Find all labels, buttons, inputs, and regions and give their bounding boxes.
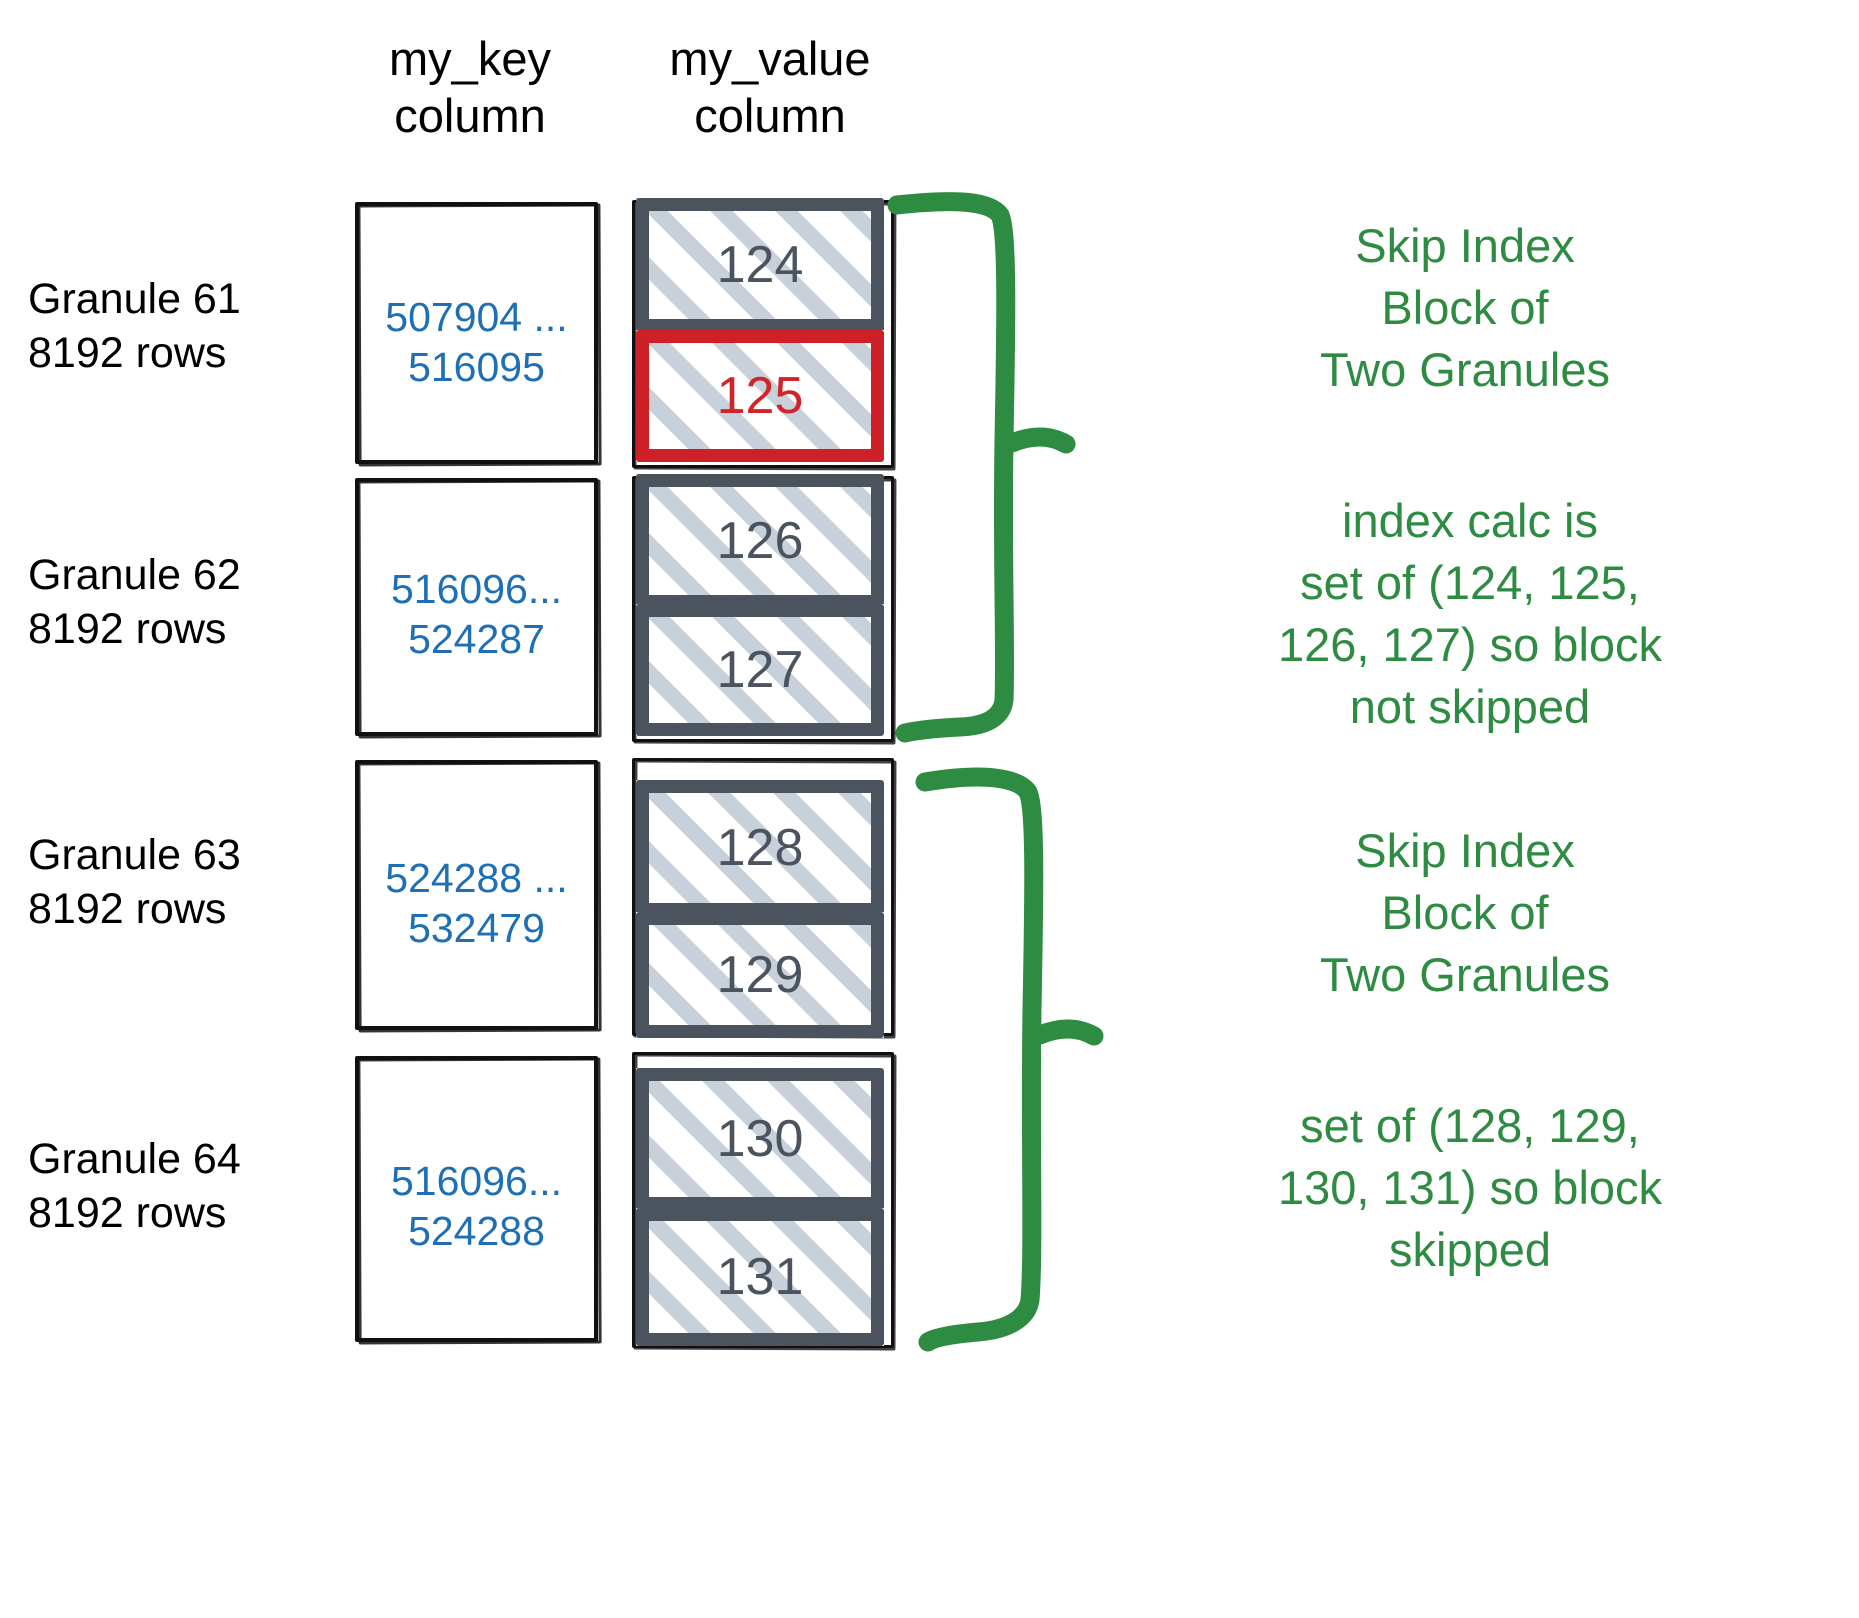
granule-label-62-name: Granule 62 [28, 551, 241, 599]
hatch-pattern [636, 330, 884, 462]
value-number-128: 128 [716, 819, 804, 877]
granule-label-62: Granule 62 8192 rows [28, 548, 348, 656]
value-number-131: 131 [716, 1248, 804, 1306]
value-cell-127: 127 [636, 604, 884, 736]
my-key-column-heading-line1: my_key [389, 32, 551, 85]
value-cell-124: 124 [636, 198, 884, 332]
key-box-border [355, 1056, 598, 1342]
value-cell-128: 128 [636, 780, 884, 916]
value-cell-border-highlight [636, 330, 884, 462]
annotation-index-calc-block-1: index calc is set of (124, 125, 126, 127… [1100, 490, 1840, 738]
value-cell-125-highlighted: 125 [636, 330, 884, 462]
value-cell-126: 126 [636, 474, 884, 608]
granule-label-63: Granule 63 8192 rows [28, 828, 348, 936]
value-number-130: 130 [716, 1110, 804, 1168]
annotation-note-1-line1: index calc is [1342, 494, 1598, 547]
granule-label-64-rows: 8192 rows [28, 1189, 227, 1237]
annotation-note-2-line3: skipped [1389, 1223, 1551, 1276]
my-value-column-heading: my_value column [600, 30, 940, 144]
hatch-pattern [636, 1068, 884, 1210]
key-range-63-line1: 524288 ... [385, 855, 568, 901]
key-range-63-line2: 532479 [408, 905, 545, 951]
bracket-block-2-tick [1030, 1019, 1104, 1046]
value-cell-130: 130 [636, 1068, 884, 1210]
my-value-column-heading-line2: column [694, 89, 846, 142]
my-value-column-heading-line1: my_value [669, 32, 871, 85]
annotation-note-1-line2: set of (124, 125, [1300, 556, 1640, 609]
key-range-62-line2: 524287 [408, 616, 545, 662]
hatch-pattern [636, 604, 884, 736]
annotation-block-2-line1: Skip Index [1355, 824, 1575, 877]
annotation-skip-index-block-2: Skip Index Block of Two Granules [1100, 820, 1830, 1006]
key-range-64-line1: 516096... [391, 1158, 562, 1204]
hatch-pattern [636, 780, 884, 916]
hatch-pattern [636, 912, 884, 1038]
value-number-129: 129 [716, 946, 804, 1004]
value-number-126: 126 [716, 512, 804, 570]
key-box-border [355, 202, 598, 464]
granule-label-63-name: Granule 63 [28, 831, 241, 879]
hatch-pattern [636, 474, 884, 608]
key-range-61-line2: 516095 [408, 344, 545, 390]
granule-label-64-name: Granule 64 [28, 1135, 241, 1183]
granule-label-61: Granule 61 8192 rows [28, 272, 348, 380]
value-number-125: 125 [716, 367, 804, 425]
annotation-block-1-line2: Block of [1381, 281, 1549, 334]
value-cell-border [636, 198, 884, 332]
key-box-granule-64: 516096... 524288 [355, 1056, 602, 1345]
key-box-granule-61: 507904 ... 516095 [355, 202, 602, 467]
my-key-column-heading: my_key column [300, 30, 640, 144]
value-cell-border [636, 912, 884, 1038]
annotation-block-2-line2: Block of [1381, 886, 1549, 939]
annotation-note-2-line2: 130, 131) so block [1277, 1161, 1663, 1214]
value-number-124: 124 [716, 236, 804, 294]
key-box-granule-62: 516096... 524287 [355, 478, 602, 739]
value-cell-129: 129 [636, 912, 884, 1038]
key-range-62-line1: 516096... [391, 566, 562, 612]
annotation-note-1-line4: not skipped [1349, 680, 1591, 733]
annotation-note-1-line3: 126, 127) so block [1277, 618, 1663, 671]
bracket-block-2 [915, 767, 1044, 1352]
key-box-granule-63: 524288 ... 532479 [355, 760, 602, 1033]
annotation-note-2-line1: set of (128, 129, [1300, 1099, 1640, 1152]
granule-label-63-rows: 8192 rows [28, 885, 227, 933]
granule-label-61-name: Granule 61 [28, 275, 241, 323]
bracket-block-1-tick [1002, 427, 1076, 454]
value-cell-border [636, 1068, 884, 1210]
value-number-127: 127 [716, 641, 804, 699]
hatch-pattern [636, 198, 884, 332]
annotation-skip-index-block-1: Skip Index Block of Two Granules [1100, 215, 1830, 401]
key-range-61-line1: 507904 ... [385, 294, 568, 340]
key-box-border [355, 760, 598, 1030]
key-range-64-line2: 524288 [408, 1208, 545, 1254]
value-cell-131: 131 [636, 1208, 884, 1346]
hatch-pattern [636, 1208, 884, 1346]
value-cell-border [636, 604, 884, 736]
annotation-block-1-line3: Two Granules [1320, 343, 1610, 396]
granule-label-61-rows: 8192 rows [28, 329, 227, 377]
granule-label-64: Granule 64 8192 rows [28, 1132, 348, 1240]
key-box-border [355, 478, 598, 736]
value-cell-border [636, 1208, 884, 1346]
annotation-index-calc-block-2: set of (128, 129, 130, 131) so block ski… [1095, 1095, 1845, 1281]
bracket-block-1 [887, 192, 1016, 743]
granule-label-62-rows: 8192 rows [28, 605, 227, 653]
annotation-block-2-line3: Two Granules [1320, 948, 1610, 1001]
my-key-column-heading-line2: column [394, 89, 546, 142]
annotation-block-1-line1: Skip Index [1355, 219, 1575, 272]
